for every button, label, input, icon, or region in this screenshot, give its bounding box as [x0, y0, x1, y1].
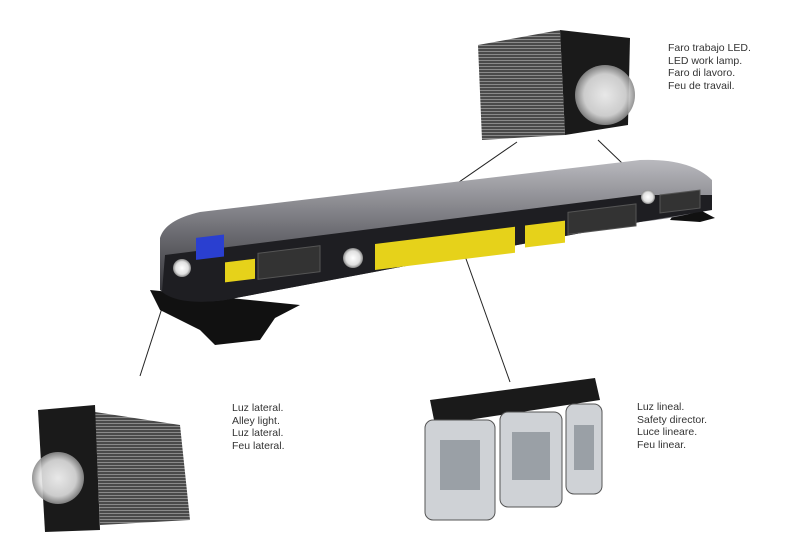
callout-text: Faro di lavoro.	[668, 67, 736, 80]
work-lamp-lens-front	[343, 248, 363, 268]
work-lamp-module	[478, 30, 635, 140]
callout-text: Alley light.	[232, 414, 280, 427]
amber-module	[375, 226, 515, 270]
dark-module	[659, 189, 701, 214]
alley-light-module	[32, 405, 190, 532]
callout-text: Luce lineare.	[637, 426, 698, 439]
callout-alley-light: Luz lateral. Alley light. Luz lateral. F…	[232, 402, 285, 452]
reflector	[512, 432, 550, 480]
amber-module	[525, 220, 565, 248]
alley-light-lens	[173, 259, 191, 277]
callout-text: Luz lineal.	[637, 401, 685, 413]
callout-line-director	[464, 255, 511, 383]
callout-text: Feu lateral.	[232, 439, 285, 452]
amber-modules	[225, 220, 565, 283]
callout-work-lamp: Faro trabajo LED. LED work lamp. Faro di…	[668, 42, 751, 92]
amber-module	[225, 258, 255, 283]
work-lamp-lens-rear	[641, 190, 655, 204]
callout-text: Feu de travail.	[668, 79, 735, 92]
dark-module	[567, 203, 637, 235]
callout-text: Safety director.	[637, 413, 708, 426]
reflector	[440, 440, 480, 490]
callout-text: Luz lateral.	[232, 402, 284, 414]
reflector	[574, 425, 594, 470]
circuit-board	[430, 378, 600, 425]
callout-text: Luz lateral.	[232, 427, 284, 440]
callout-safety-director: Luz lineal. Safety director. Luce linear…	[637, 401, 707, 451]
callout-text: LED work lamp.	[668, 54, 743, 67]
safety-director-module	[424, 378, 603, 521]
lightbar	[150, 159, 715, 345]
callout-text: Faro trabajo LED.	[668, 42, 751, 54]
lamp-lens	[32, 452, 84, 504]
dark-modules	[257, 189, 701, 280]
callout-line-alley	[139, 304, 164, 377]
mount-foot-left	[150, 290, 300, 345]
heat-sink-fins	[478, 30, 565, 140]
callout-text: Feu linear.	[637, 438, 687, 451]
heat-sink-fins	[95, 412, 190, 525]
dark-module	[257, 245, 321, 280]
lamp-lens	[575, 65, 635, 125]
reflectors	[440, 425, 594, 490]
blue-module	[196, 234, 224, 260]
